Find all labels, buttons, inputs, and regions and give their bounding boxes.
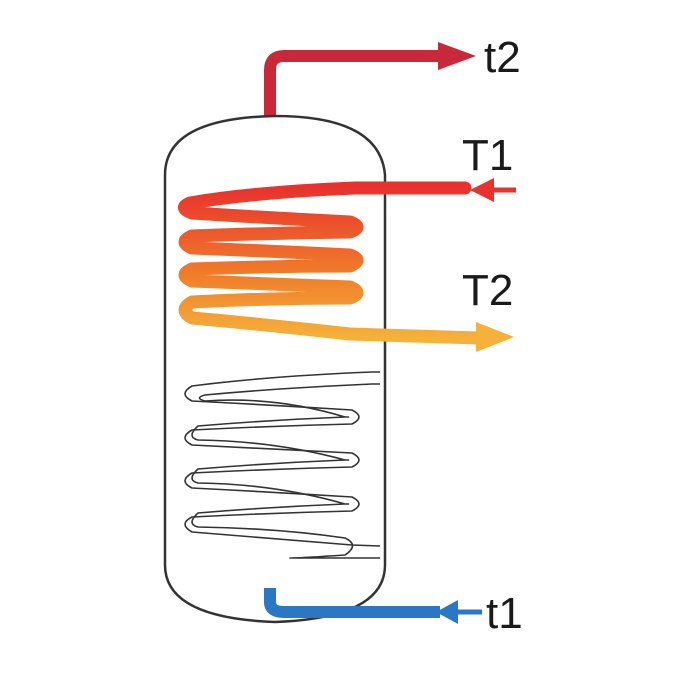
coil-outlet-label: T2 — [462, 266, 513, 315]
arrow-right-icon — [476, 322, 514, 352]
coil-inlet-label: T1 — [462, 131, 513, 180]
arrow-left-icon — [436, 600, 458, 624]
hot-outlet-label: t2 — [484, 33, 521, 82]
cold-inlet-pipe — [264, 588, 440, 618]
cold-inlet-label: t1 — [486, 589, 523, 638]
lower-coil — [184, 371, 381, 559]
upper-heating-coil — [178, 181, 485, 345]
arrow-left-icon — [470, 178, 494, 202]
hot-outlet-pipe — [264, 50, 440, 118]
arrow-right-icon — [438, 42, 476, 70]
